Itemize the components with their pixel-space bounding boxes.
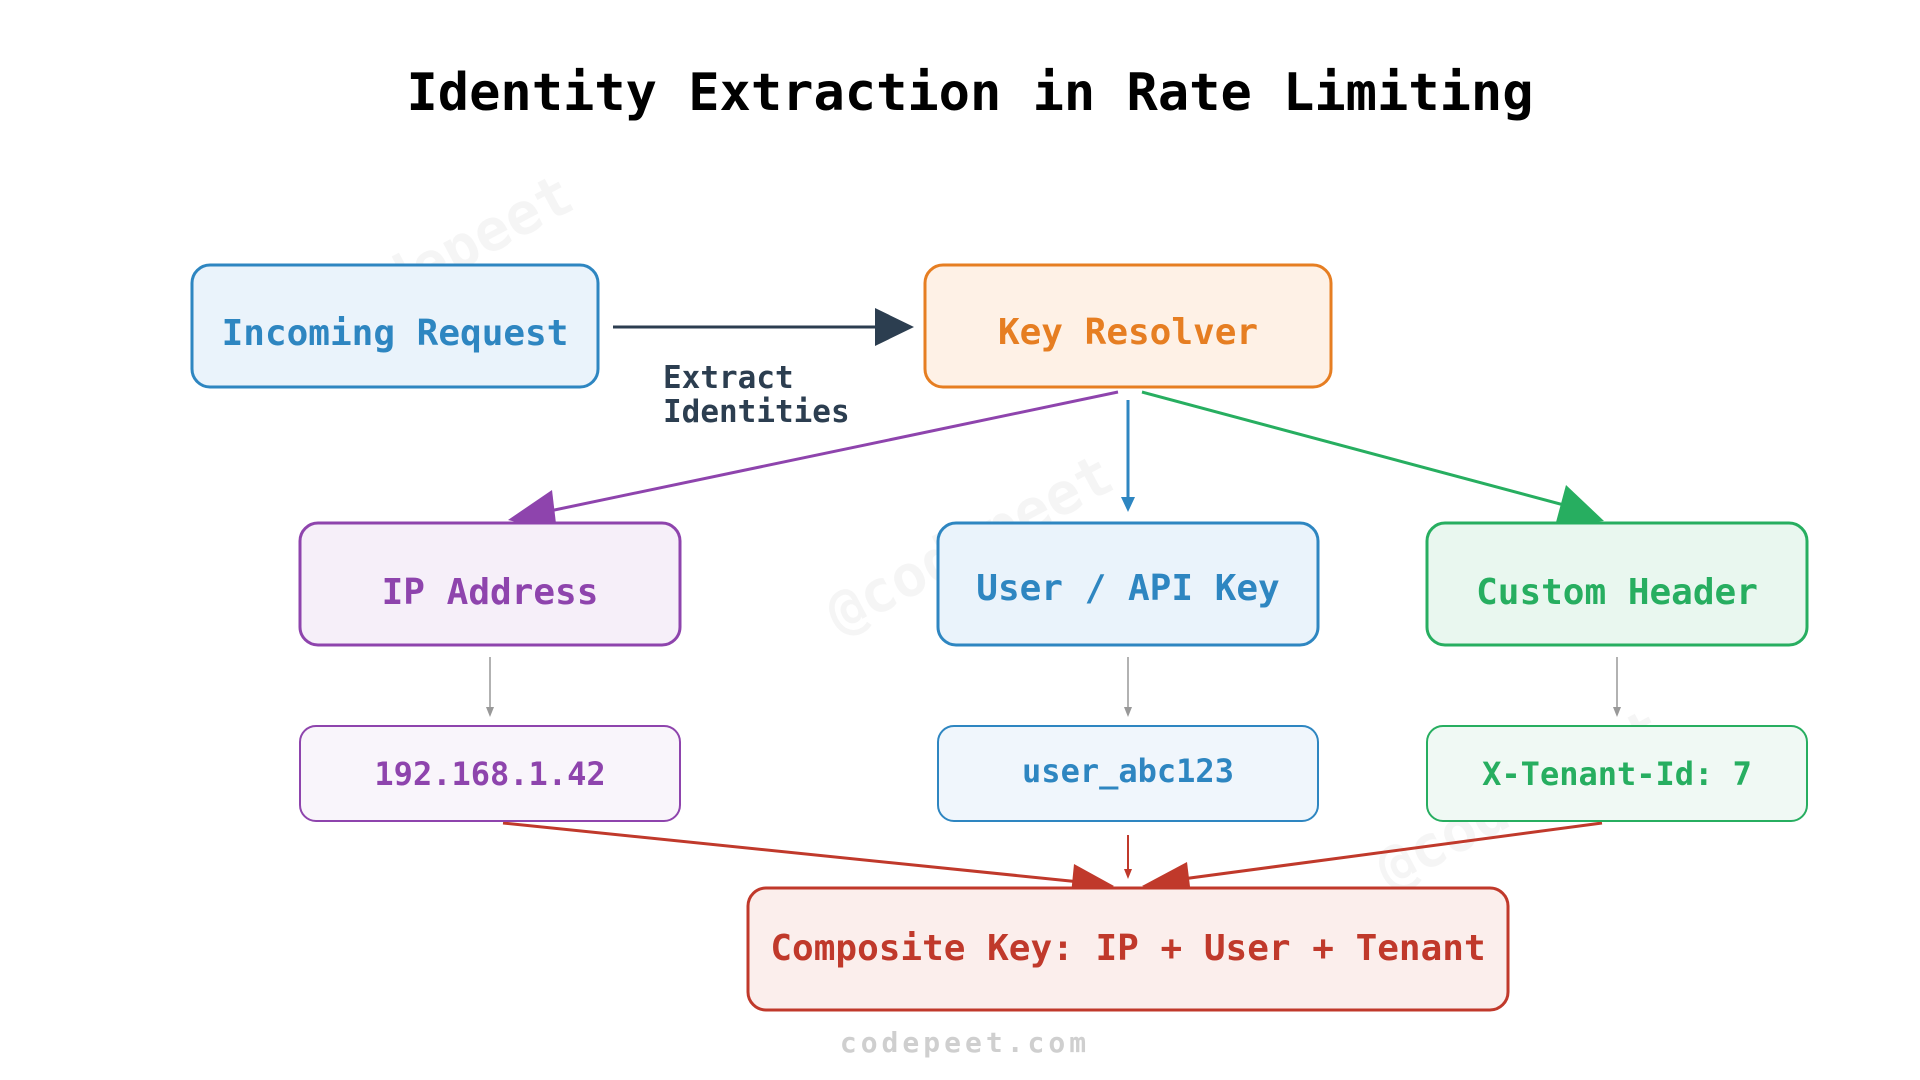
node-user-api-key: User / API Key [936, 521, 1320, 647]
value-ip: 192.168.1.42 [299, 725, 681, 822]
node-label-ip-address: IP Address [382, 572, 599, 613]
node-label-composite-key: Composite Key: IP + User + Tenant [770, 928, 1485, 969]
footer-credit: codepeet.com [840, 1026, 1090, 1059]
value-user: user_abc123 [937, 725, 1319, 822]
arrow-user-to-value [1124, 657, 1132, 717]
arrow-resolver-to-user [1121, 400, 1135, 512]
arrow-tenant-to-value [1613, 657, 1621, 717]
node-label-user-api-key: User / API Key [976, 568, 1279, 609]
value-label-user: user_abc123 [1022, 752, 1234, 790]
node-key-resolver: Key Resolver [923, 263, 1333, 389]
node-incoming-request: Incoming Request [190, 263, 600, 389]
value-label-tenant: X-Tenant-Id: 7 [1482, 755, 1752, 793]
diagram-title: Identity Extraction in Rate Limiting [406, 63, 1533, 123]
arrow-user-value-to-composite [1124, 835, 1132, 879]
value-label-ip: 192.168.1.42 [374, 755, 605, 793]
node-composite-key: Composite Key: IP + User + Tenant [746, 886, 1510, 1012]
node-ip-address: IP Address [298, 521, 682, 647]
arrow-ip-to-value [486, 657, 494, 717]
edge-label-extract: Extract [663, 360, 794, 396]
arrow-request-to-resolver [613, 308, 914, 346]
edge-label-identities: Identities [663, 394, 850, 430]
node-label-key-resolver: Key Resolver [998, 312, 1258, 353]
node-label-incoming-request: Incoming Request [222, 313, 569, 354]
value-tenant: X-Tenant-Id: 7 [1426, 725, 1808, 822]
node-custom-header: Custom Header [1425, 521, 1809, 647]
arrow-resolver-to-tenant [1141, 390, 1604, 526]
node-label-custom-header: Custom Header [1476, 572, 1758, 613]
